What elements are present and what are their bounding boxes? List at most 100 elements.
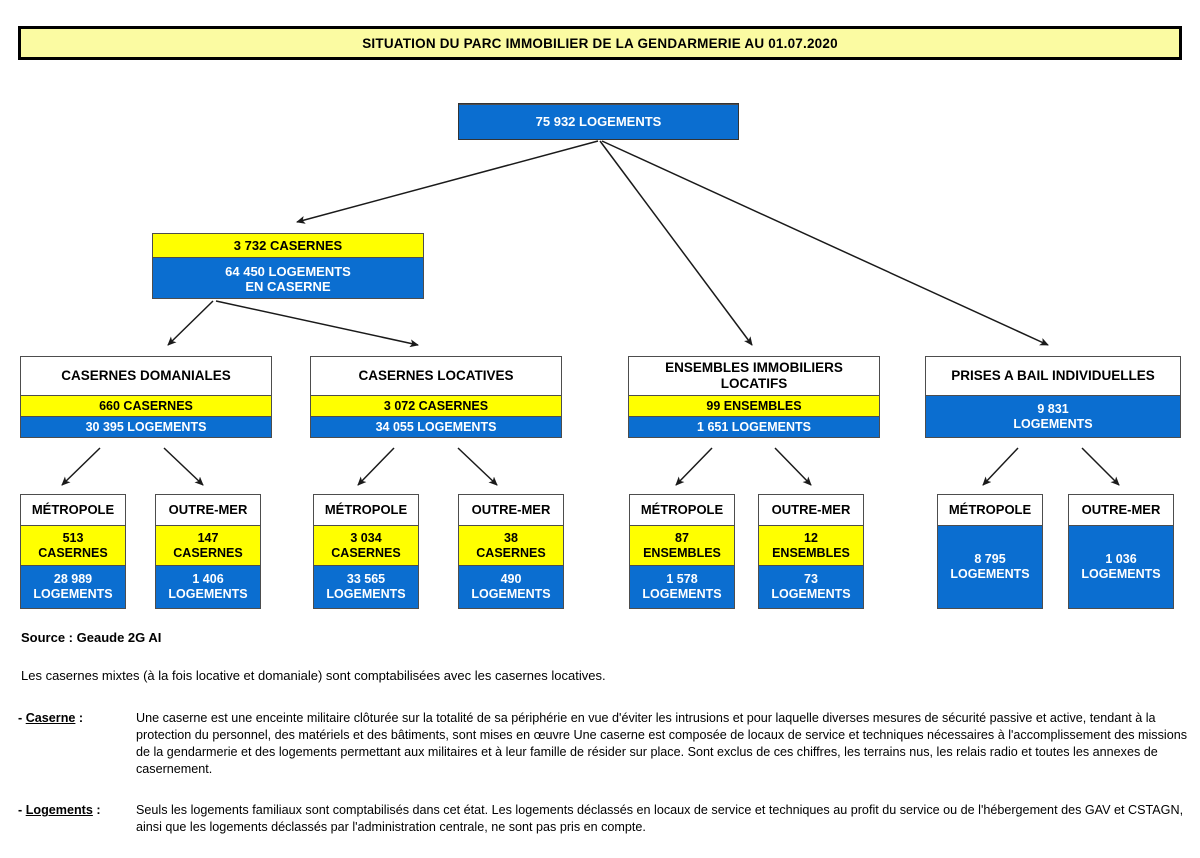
leaf-ensembles-outre-mer-header: OUTRE-MER	[759, 495, 863, 525]
leaf-locatives-outre-mer[interactable]: OUTRE-MER 38 CASERNES 490 LOGEMENTS	[458, 494, 564, 609]
node-prises-a-bail-individuelles[interactable]: PRISES A BAIL INDIVIDUELLES 9 831 LOGEME…	[925, 356, 1181, 438]
definition-logements-bullet: -	[18, 803, 23, 817]
node-ensembles-immobiliers-title-line1: ENSEMBLES IMMOBILIERS	[665, 360, 843, 376]
leaf-prises-a-bail-metropole-blue-band: 8 795 LOGEMENTS	[938, 525, 1042, 608]
leaf-domaniales-outre-mer[interactable]: OUTRE-MER 147 CASERNES 1 406 LOGEMENTS	[155, 494, 261, 609]
node-casernes-total-yellow-band: 3 732 CASERNES	[153, 234, 423, 257]
leaf-domaniales-outre-mer-logements-label: LOGEMENTS	[168, 587, 248, 601]
leaf-prises-a-bail-outre-mer-blue-band: 1 036 LOGEMENTS	[1069, 525, 1173, 608]
leaf-locatives-metropole-title: MÉTROPOLE	[324, 502, 408, 518]
definition-logements-colon: :	[96, 803, 101, 817]
leaf-domaniales-metropole[interactable]: MÉTROPOLE 513 CASERNES 28 989 LOGEMENTS	[20, 494, 126, 609]
leaf-ensembles-outre-mer-yellow-band: 12 ENSEMBLES	[759, 525, 863, 565]
node-casernes-locatives-blue-band: 34 055 LOGEMENTS	[311, 416, 561, 437]
leaf-prises-a-bail-metropole[interactable]: MÉTROPOLE 8 795 LOGEMENTS	[937, 494, 1043, 609]
leaf-ensembles-metropole-logements-label: LOGEMENTS	[642, 587, 722, 601]
node-casernes-domaniales[interactable]: CASERNES DOMANIALES 660 CASERNES 30 395 …	[20, 356, 272, 438]
node-ensembles-immobiliers-ensembles-count: 99 ENSEMBLES	[706, 398, 802, 413]
leaf-prises-a-bail-outre-mer[interactable]: OUTRE-MER 1 036 LOGEMENTS	[1068, 494, 1174, 609]
node-casernes-total[interactable]: 3 732 CASERNES 64 450 LOGEMENTS EN CASER…	[152, 233, 424, 299]
leaf-ensembles-outre-mer-ensembles-count: 12	[804, 530, 818, 545]
page-title: SITUATION DU PARC IMMOBILIER DE LA GENDA…	[362, 35, 838, 51]
node-total-logements[interactable]: 75 932 LOGEMENTS	[458, 103, 739, 140]
leaf-locatives-metropole-yellow-band: 3 034 CASERNES	[314, 525, 418, 565]
definition-caserne-label: Caserne	[25, 711, 76, 725]
leaf-locatives-outre-mer-casernes-count: 38	[504, 530, 518, 545]
node-casernes-locatives-title: CASERNES LOCATIVES	[358, 368, 514, 384]
leaf-ensembles-metropole-blue-band: 1 578 LOGEMENTS	[630, 565, 734, 608]
node-ensembles-immobiliers-yellow-band: 99 ENSEMBLES	[629, 395, 879, 416]
source-line: Source : Geaude 2G AI	[21, 630, 162, 645]
mixed-barracks-note: Les casernes mixtes (à la fois locative …	[21, 668, 606, 683]
leaf-domaniales-outre-mer-logements-count: 1 406	[192, 572, 224, 587]
leaf-domaniales-outre-mer-casernes-count: 147	[197, 530, 219, 545]
leaf-ensembles-metropole[interactable]: MÉTROPOLE 87 ENSEMBLES 1 578 LOGEMENTS	[629, 494, 735, 609]
node-ensembles-immobiliers-blue-band: 1 651 LOGEMENTS	[629, 416, 879, 437]
leaf-domaniales-metropole-header: MÉTROPOLE	[21, 495, 125, 525]
definition-caserne-bullet: -	[18, 711, 23, 725]
leaf-domaniales-metropole-casernes-count: 513	[62, 530, 84, 545]
leaf-prises-a-bail-outre-mer-logements-label: LOGEMENTS	[1081, 567, 1161, 581]
leaf-ensembles-metropole-header: MÉTROPOLE	[630, 495, 734, 525]
node-casernes-total-logements-label: EN CASERNE	[245, 279, 331, 294]
leaf-prises-a-bail-outre-mer-title: OUTRE-MER	[1081, 502, 1161, 518]
leaf-locatives-metropole-casernes-label: CASERNES	[331, 545, 401, 560]
definition-logements-label: Logements	[25, 803, 93, 817]
leaf-ensembles-outre-mer-logements-count: 73	[804, 572, 818, 587]
node-total-logements-blue-band: 75 932 LOGEMENTS	[459, 104, 738, 139]
definition-caserne: - Caserne : Une caserne est une enceinte…	[18, 710, 1188, 779]
leaf-ensembles-outre-mer-blue-band: 73 LOGEMENTS	[759, 565, 863, 608]
node-casernes-domaniales-blue-band: 30 395 LOGEMENTS	[21, 416, 271, 437]
leaf-prises-a-bail-metropole-logements-label: LOGEMENTS	[950, 567, 1030, 581]
leaf-domaniales-outre-mer-header: OUTRE-MER	[156, 495, 260, 525]
node-prises-a-bail-logements-label: LOGEMENTS	[1013, 416, 1093, 431]
leaf-locatives-metropole[interactable]: MÉTROPOLE 3 034 CASERNES 33 565 LOGEMENT…	[313, 494, 419, 609]
leaf-prises-a-bail-outre-mer-header: OUTRE-MER	[1069, 495, 1173, 525]
arrow-root-to-casernes	[296, 140, 599, 224]
node-ensembles-immobiliers-header: ENSEMBLES IMMOBILIERS LOCATIFS	[629, 357, 879, 395]
node-casernes-locatives-yellow-band: 3 072 CASERNES	[311, 395, 561, 416]
arrow-casernes-to-domaniales	[167, 300, 214, 346]
leaf-ensembles-outre-mer-title: OUTRE-MER	[771, 502, 851, 518]
definition-logements: - Logements : Seuls les logements famili…	[18, 802, 1188, 836]
leaf-locatives-outre-mer-casernes-label: CASERNES	[476, 545, 546, 560]
leaf-domaniales-metropole-logements-label: LOGEMENTS	[33, 587, 113, 601]
leaf-locatives-metropole-logements-count: 33 565	[346, 572, 386, 587]
arrow-casernes-to-locatives	[215, 300, 419, 348]
node-casernes-domaniales-logements-count: 30 395 LOGEMENTS	[85, 419, 207, 434]
node-casernes-total-logements-count: 64 450 LOGEMENTS	[225, 263, 351, 279]
leaf-domaniales-metropole-title: MÉTROPOLE	[31, 502, 115, 518]
node-casernes-domaniales-title: CASERNES DOMANIALES	[61, 368, 231, 384]
arrow-bail-to-metropole	[982, 447, 1019, 486]
leaf-domaniales-outre-mer-title: OUTRE-MER	[168, 502, 248, 518]
definition-caserne-term: - Caserne :	[18, 710, 136, 727]
leaf-domaniales-metropole-yellow-band: 513 CASERNES	[21, 525, 125, 565]
arrow-root-to-ensembles	[599, 140, 753, 346]
leaf-ensembles-metropole-logements-count: 1 578	[666, 572, 698, 587]
leaf-locatives-outre-mer-logements-label: LOGEMENTS	[471, 587, 551, 601]
node-casernes-locatives-logements-count: 34 055 LOGEMENTS	[375, 419, 497, 434]
node-prises-a-bail-title: PRISES A BAIL INDIVIDUELLES	[951, 368, 1155, 384]
node-casernes-locatives[interactable]: CASERNES LOCATIVES 3 072 CASERNES 34 055…	[310, 356, 562, 438]
node-prises-a-bail-blue-band: 9 831 LOGEMENTS	[926, 395, 1180, 437]
leaf-prises-a-bail-metropole-title: MÉTROPOLE	[948, 502, 1032, 518]
node-prises-a-bail-header: PRISES A BAIL INDIVIDUELLES	[926, 357, 1180, 395]
title-banner: SITUATION DU PARC IMMOBILIER DE LA GENDA…	[18, 26, 1182, 60]
leaf-locatives-metropole-blue-band: 33 565 LOGEMENTS	[314, 565, 418, 608]
leaf-domaniales-outre-mer-yellow-band: 147 CASERNES	[156, 525, 260, 565]
leaf-locatives-outre-mer-yellow-band: 38 CASERNES	[459, 525, 563, 565]
arrow-locatives-to-metropole	[357, 447, 395, 486]
leaf-ensembles-outre-mer[interactable]: OUTRE-MER 12 ENSEMBLES 73 LOGEMENTS	[758, 494, 864, 609]
node-casernes-domaniales-yellow-band: 660 CASERNES	[21, 395, 271, 416]
leaf-domaniales-metropole-logements-count: 28 989	[53, 572, 93, 587]
node-ensembles-immobiliers-locatifs[interactable]: ENSEMBLES IMMOBILIERS LOCATIFS 99 ENSEMB…	[628, 356, 880, 438]
definition-logements-body: Seuls les logements familiaux sont compt…	[136, 803, 1184, 835]
definition-caserne-colon: :	[78, 711, 84, 725]
node-ensembles-immobiliers-logements-count: 1 651 LOGEMENTS	[697, 419, 811, 434]
leaf-locatives-metropole-header: MÉTROPOLE	[314, 495, 418, 525]
leaf-domaniales-outre-mer-casernes-label: CASERNES	[173, 545, 243, 560]
definition-logements-term: - Logements :	[18, 802, 136, 819]
leaf-domaniales-metropole-blue-band: 28 989 LOGEMENTS	[21, 565, 125, 608]
node-casernes-locatives-header: CASERNES LOCATIVES	[311, 357, 561, 395]
leaf-ensembles-outre-mer-ensembles-label: ENSEMBLES	[772, 545, 850, 560]
